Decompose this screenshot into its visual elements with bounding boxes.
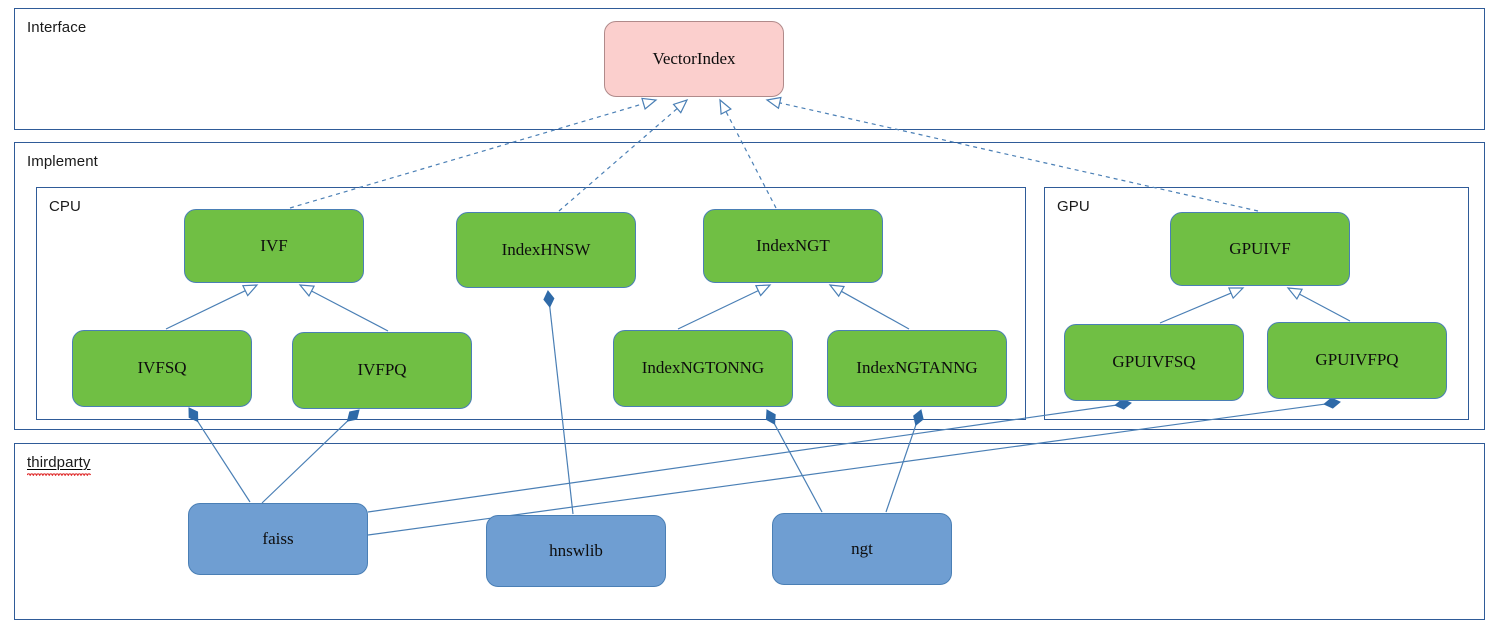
edge-indexngtonng-to-indexngt	[677, 290, 759, 330]
node-indexhnsw[interactable]: IndexHNSW	[456, 212, 636, 288]
edge-faiss-to-ivfpq-diamond	[346, 409, 360, 422]
edge-faiss-to-gpuivfpq	[367, 403, 1326, 536]
edge-indexngtanng-to-indexngt	[841, 290, 910, 330]
node-label-ivfpq: IVFPQ	[357, 360, 407, 380]
edge-ivfsq-to-ivf	[165, 290, 246, 330]
node-ivf[interactable]: IVF	[184, 209, 364, 283]
edge-ivf-to-vectorindex-arrowhead	[641, 97, 658, 110]
node-ngt[interactable]: ngt	[772, 513, 952, 585]
node-ivfpq[interactable]: IVFPQ	[292, 332, 472, 409]
edge-gpuivfsq-to-gpuivf-arrowhead	[1227, 287, 1245, 300]
node-indexngtonng[interactable]: IndexNGTONNG	[613, 330, 793, 407]
node-label-gpuivfsq: GPUIVFSQ	[1112, 352, 1196, 372]
edge-indexngtanng-to-indexngt-arrowhead	[828, 284, 845, 298]
edge-hnswlib-to-indexhnsw-diamond	[543, 290, 555, 308]
edge-ngt-to-indexngtonng	[773, 422, 823, 513]
edge-gpuivf-to-vectorindex	[779, 102, 1259, 212]
group-label-thirdparty: thirdparty	[27, 454, 91, 476]
edge-ivfpq-to-ivf-arrowhead	[298, 284, 316, 297]
node-label-indexngtanng: IndexNGTANNG	[856, 358, 978, 378]
edge-faiss-to-ivfsq-diamond	[188, 407, 199, 423]
edge-faiss-to-ivfpq	[261, 419, 349, 504]
group-interface	[14, 8, 1485, 130]
edge-indexhnsw-to-vectorindex-arrowhead	[672, 98, 689, 114]
node-label-hnswlib: hnswlib	[549, 540, 603, 560]
edge-indexhnsw-to-vectorindex	[558, 108, 678, 212]
node-label-faiss: faiss	[262, 528, 294, 548]
node-indexngtanng[interactable]: IndexNGTANNG	[827, 330, 1007, 407]
group-cpu	[36, 187, 1026, 420]
node-gpuivfsq[interactable]: GPUIVFSQ	[1064, 324, 1244, 401]
edge-faiss-to-gpuivfsq	[367, 404, 1117, 513]
node-faiss[interactable]: faiss	[188, 503, 368, 575]
edge-ivfpq-to-ivf	[311, 290, 389, 332]
edge-gpuivf-to-vectorindex-arrowhead	[765, 96, 782, 110]
node-indexngt[interactable]: IndexNGT	[703, 209, 883, 283]
node-ivfsq[interactable]: IVFSQ	[72, 330, 252, 407]
node-label-ngt: ngt	[851, 538, 873, 558]
spellcheck-squiggle-icon	[27, 473, 91, 476]
node-gpuivfpq[interactable]: GPUIVFPQ	[1267, 322, 1447, 399]
group-thirdparty	[14, 443, 1485, 620]
node-label-indexhnsw: IndexHNSW	[501, 239, 591, 259]
edge-indexngtonng-to-indexngt-arrowhead	[754, 284, 772, 297]
node-label-ivf: IVF	[260, 235, 288, 255]
edge-ngt-to-indexngtanng-diamond	[913, 409, 924, 427]
group-gpu	[1044, 187, 1469, 420]
edge-indexngt-to-vectorindex	[725, 111, 777, 209]
edge-ngt-to-indexngtonng-diamond	[765, 409, 776, 425]
node-label-vectorindex: VectorIndex	[652, 48, 736, 68]
edge-ivfsq-to-ivf-arrowhead	[241, 284, 259, 297]
edge-faiss-to-ivfsq	[196, 420, 251, 503]
edge-ngt-to-indexngtanng	[885, 423, 917, 513]
edge-indexngt-to-vectorindex-arrowhead	[719, 98, 732, 116]
node-hnswlib[interactable]: hnswlib	[486, 515, 666, 587]
edge-hnswlib-to-indexhnsw	[549, 305, 574, 515]
edge-ivf-to-vectorindex	[289, 103, 644, 209]
node-label-ivfsq: IVFSQ	[137, 358, 187, 378]
node-label-gpuivfpq: GPUIVFPQ	[1315, 350, 1399, 370]
node-gpuivf[interactable]: GPUIVF	[1170, 212, 1350, 286]
edge-faiss-to-gpuivfpq-diamond	[1323, 397, 1341, 409]
group-label-interface: Interface	[27, 19, 87, 36]
node-label-indexngt: IndexNGT	[756, 235, 830, 255]
node-label-indexngtonng: IndexNGTONNG	[641, 358, 765, 378]
edge-gpuivfpq-to-gpuivf-arrowhead	[1286, 287, 1304, 301]
group-label-gpu: GPU	[1057, 198, 1090, 215]
node-vectorindex[interactable]: VectorIndex	[604, 21, 784, 97]
edge-gpuivfsq-to-gpuivf	[1159, 292, 1232, 324]
group-label-cpu: CPU	[49, 198, 81, 215]
group-implement	[14, 142, 1485, 430]
group-label-implement: Implement	[27, 153, 98, 170]
edge-gpuivfpq-to-gpuivf	[1299, 293, 1351, 322]
node-label-gpuivf: GPUIVF	[1229, 238, 1291, 258]
